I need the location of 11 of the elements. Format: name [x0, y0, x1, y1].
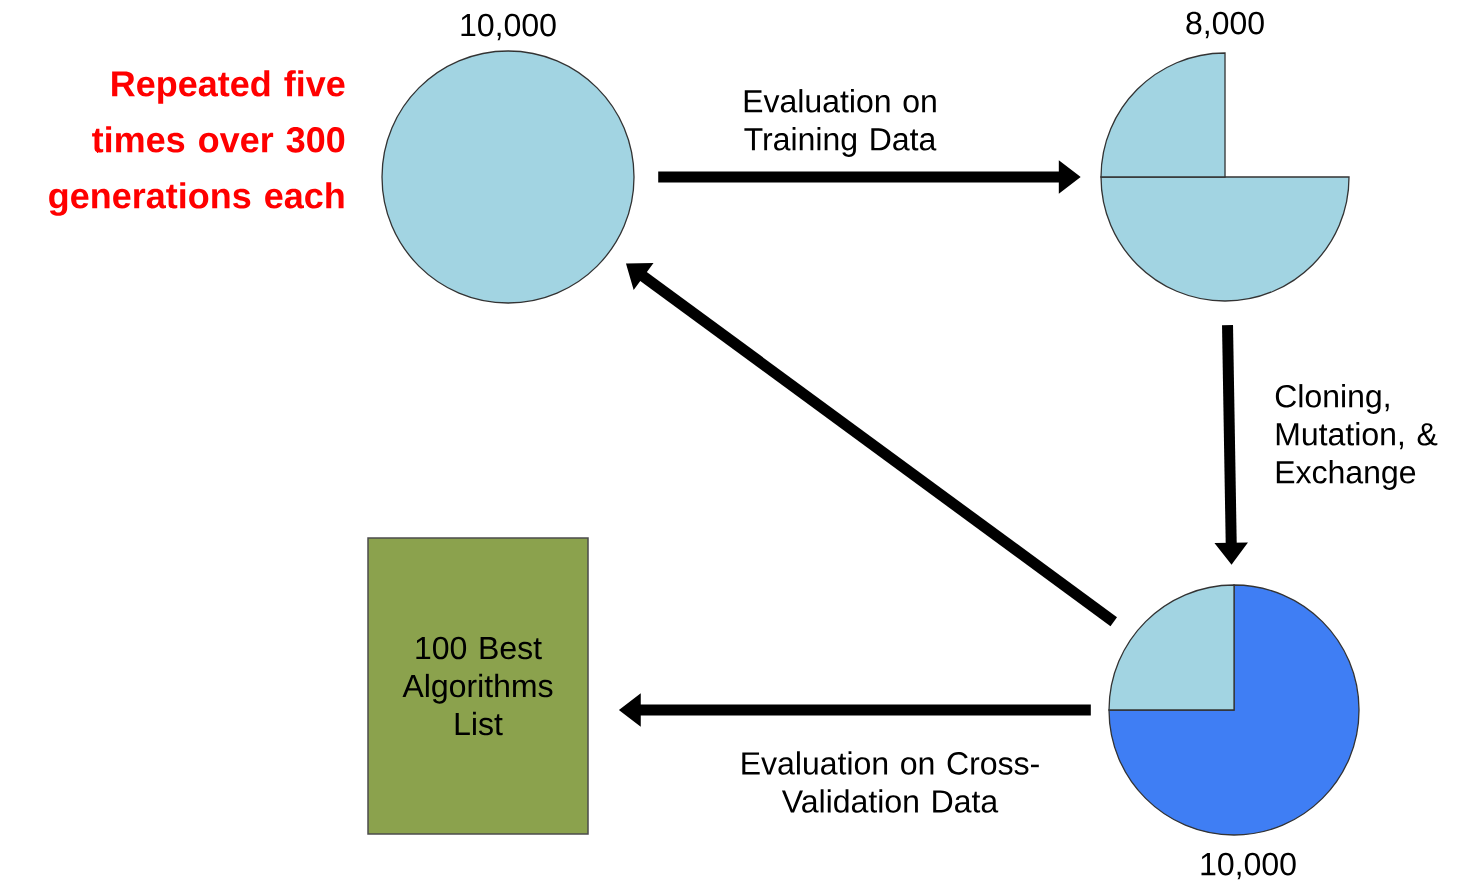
pie-chart: [1108, 584, 1360, 836]
list-box: 100 Best Algorithms List: [367, 537, 589, 835]
count-label: 8,000: [1186, 11, 1264, 39]
population-circle: [381, 50, 635, 304]
edge-label: Evaluation on Training Data: [744, 89, 937, 157]
count-label: 10,000: [1201, 852, 1296, 880]
edge-label: Cloning, Mutation, & Exchange: [1275, 384, 1438, 490]
pie-chart: [1100, 52, 1350, 302]
count-label: 10,000: [461, 13, 556, 41]
edge-label: Evaluation on Cross-Validation Data: [742, 751, 1039, 813]
note-text: Repeated five times over 300 generations each: [49, 70, 345, 216]
